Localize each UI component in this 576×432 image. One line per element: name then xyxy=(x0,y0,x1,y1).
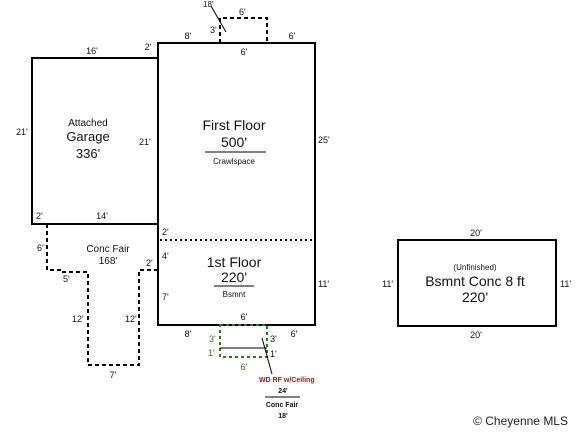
top-bump-leader xyxy=(210,5,227,33)
top-bump: 18' 6' 3' xyxy=(203,0,268,43)
deck-dim-bottom: 6' xyxy=(241,362,248,372)
first-floor-dim-left: 21' xyxy=(139,137,151,147)
first-bsmt-dim-bottom-right: 6' xyxy=(291,329,298,339)
first-floor: First Floor 500' Crawlspace 8' 6' 6' 25'… xyxy=(139,31,330,339)
garage-name-1: Attached xyxy=(68,118,107,129)
deck-label: WD RF w/Ceiling xyxy=(259,377,315,384)
first-bsmt-area: 220' xyxy=(221,269,247,285)
basement-note: (Unfinished) xyxy=(453,263,496,272)
basement-outline xyxy=(397,239,557,327)
garage-name-2: Garage xyxy=(66,129,109,144)
top-bump-outline xyxy=(219,17,268,43)
first-floor-dim-top-left: 8' xyxy=(185,31,192,41)
first-bsmt-dim-left-top: 2' xyxy=(162,227,169,237)
deck-dim-right-low: 1' xyxy=(270,349,277,359)
deck-outline xyxy=(219,324,268,358)
deck-dim-right: 3' xyxy=(270,334,277,344)
garage-dim-top: 16' xyxy=(86,46,98,56)
first-floor-sub: Crawlspace xyxy=(213,157,255,166)
deck-label-2: Conc Fair xyxy=(266,402,299,409)
first-bsmt-dim-bottom-mid: 6' xyxy=(241,312,248,322)
conc-fair-dim-right-long: 12' xyxy=(125,314,137,324)
first-floor-dim-right: 25' xyxy=(318,135,330,145)
basement-dim-left: 11' xyxy=(382,279,393,289)
garage-dim-left: 21' xyxy=(16,127,28,137)
basement-dim-bottom: 20' xyxy=(470,330,482,340)
first-bsmt-dim-right: 11' xyxy=(318,279,329,289)
garage-dim-bottom-left: 2' xyxy=(36,211,43,221)
garage-area: 336' xyxy=(76,146,100,161)
first-bsmt-sub: Bsmnt xyxy=(223,290,246,299)
first-bsmt-dim-left-low: 7' xyxy=(162,292,169,302)
first-floor-area: 500' xyxy=(221,134,247,150)
top-bump-width: 6' xyxy=(239,7,246,17)
first-bsmt-dim-bottom-left: 8' xyxy=(185,329,192,339)
basement-dim-right: 11' xyxy=(560,279,571,289)
basement-area: 220' xyxy=(462,289,488,305)
garage-dim-top-right: 2' xyxy=(145,42,152,52)
deck: 3' 3' 1' 1' 6' WD RF w/Ceiling 24' Conc … xyxy=(208,324,315,420)
basement: (Unfinished) Bsmnt Conc 8 ft 220' 20' 20… xyxy=(382,228,571,340)
conc-fair-dim-left-long: 12' xyxy=(72,314,84,324)
basement-dim-top: 20' xyxy=(470,228,482,238)
conc-fair-outline xyxy=(46,224,158,366)
conc-fair-area: 168' xyxy=(99,256,118,267)
conc-fair: Conc Fair 168' 6' 5' 12' 12' 7' 2' xyxy=(37,224,158,380)
deck-area-1: 24' xyxy=(278,388,288,395)
conc-fair-name: Conc Fair xyxy=(86,244,130,255)
deck-dim-left: 3' xyxy=(209,334,216,344)
top-bump-depth: 3' xyxy=(210,25,217,35)
first-floor-outline xyxy=(157,42,316,326)
conc-fair-dim-left: 6' xyxy=(37,243,44,253)
first-floor-dim-top-right: 6' xyxy=(289,31,296,41)
top-bump-area-label: 18' xyxy=(203,0,214,9)
first-floor-dim-top-mid: 6' xyxy=(241,47,248,57)
basement-name: Bsmnt Conc 8 ft xyxy=(425,273,525,289)
copyright-notice: © Cheyenne MLS xyxy=(473,414,568,428)
first-bsmt-dim-left-mid: 4' xyxy=(162,251,169,261)
garage: Attached Garage 336' 16' 2' 21' 2' 14' xyxy=(16,42,159,225)
conc-fair-dim-bottom: 7' xyxy=(110,370,117,380)
conc-fair-dim-step: 5' xyxy=(63,274,70,284)
deck-area-2: 18' xyxy=(278,413,288,420)
first-bsmt-name: 1st Floor xyxy=(207,254,262,270)
deck-dim-left-low: 1' xyxy=(208,348,215,358)
deck-leader xyxy=(261,337,273,375)
first-floor-name: First Floor xyxy=(203,117,266,133)
conc-fair-dim-right-top: 2' xyxy=(146,258,153,268)
garage-dim-bottom: 14' xyxy=(96,211,108,221)
